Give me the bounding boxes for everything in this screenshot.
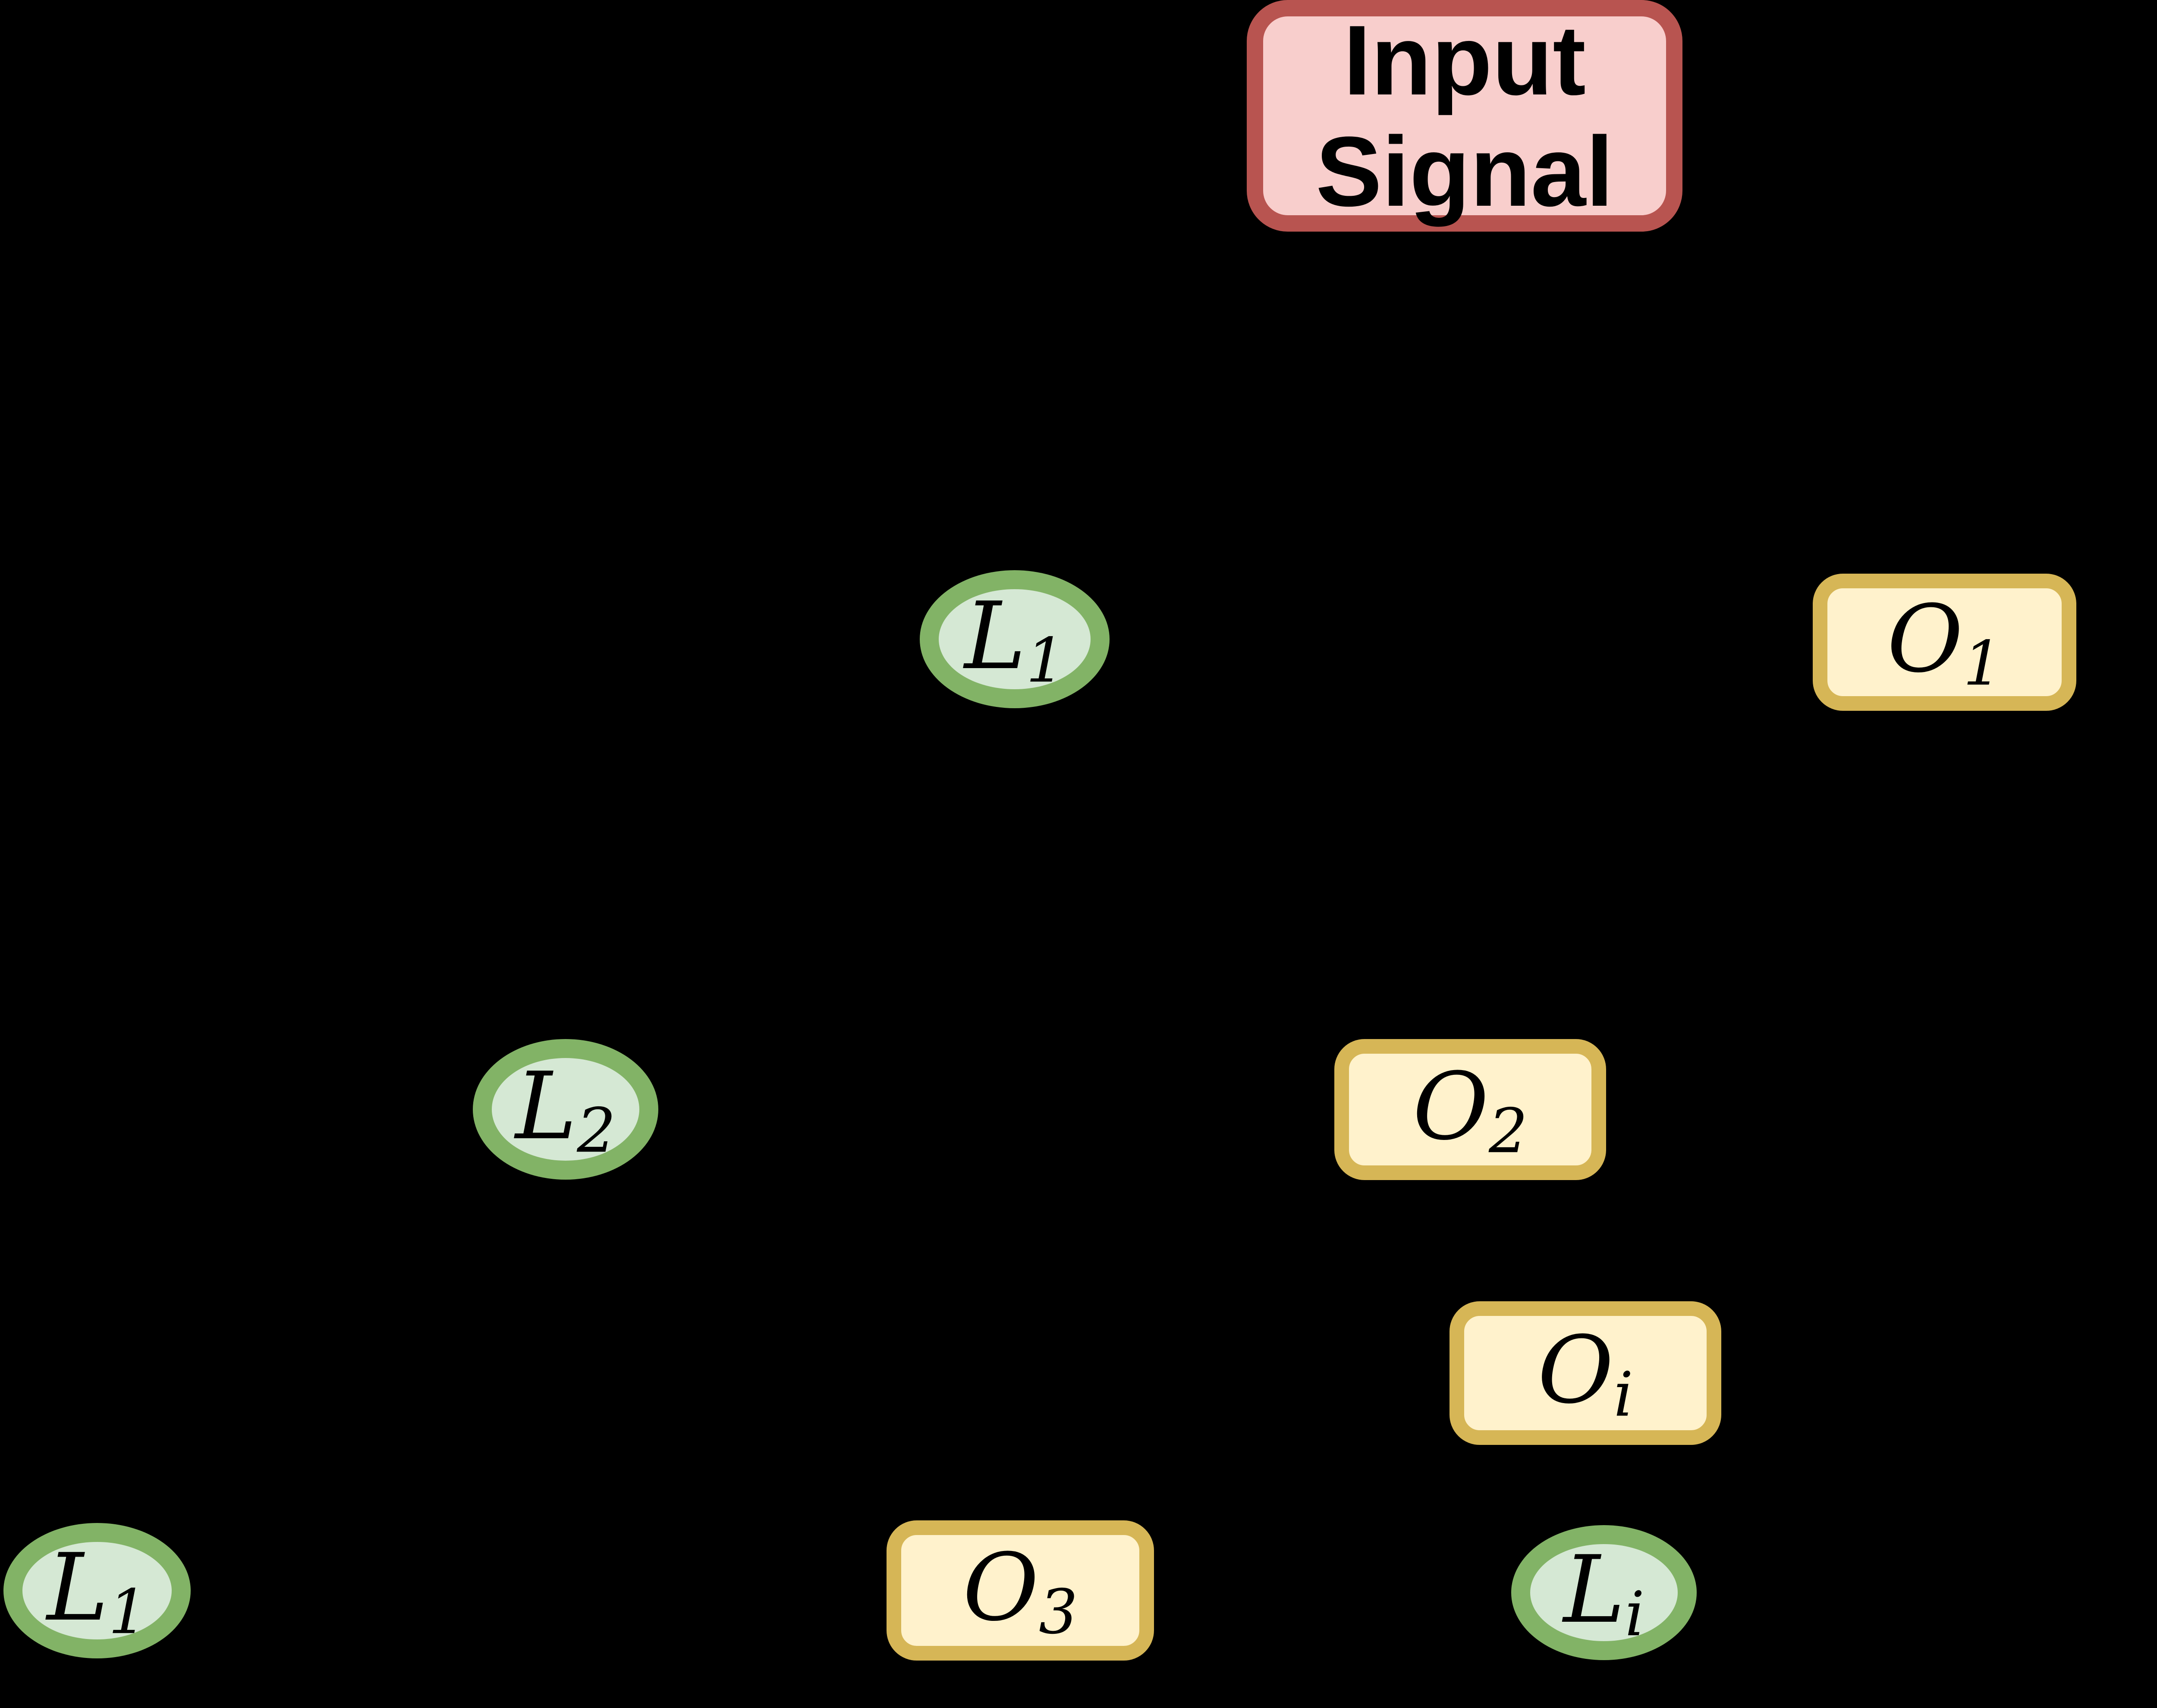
o1-label: O1 — [1887, 585, 2002, 700]
input-signal-label-line2: Signal — [1315, 116, 1614, 227]
node-l2: L2 — [473, 1039, 658, 1180]
l1-label: L1 — [964, 582, 1065, 697]
node-o2: O2 — [1334, 1039, 1606, 1180]
l2-label: L2 — [515, 1052, 616, 1167]
input-signal-label-line1: Input — [1343, 4, 1586, 116]
li-label: Li — [1563, 1535, 1645, 1650]
node-input-signal: Input Signal — [1247, 0, 1682, 232]
o3-label: O3 — [962, 1533, 1078, 1648]
l1-bottom-label: L1 — [47, 1533, 148, 1648]
node-li: Li — [1511, 1525, 1697, 1660]
node-l1: L1 — [920, 570, 1110, 708]
node-o1: O1 — [1813, 574, 2076, 711]
node-o3: O3 — [887, 1520, 1154, 1661]
oi-label: Oi — [1538, 1316, 1633, 1431]
node-l1-bottom: L1 — [3, 1523, 191, 1658]
node-oi: Oi — [1450, 1301, 1721, 1445]
o2-label: O2 — [1412, 1052, 1528, 1167]
